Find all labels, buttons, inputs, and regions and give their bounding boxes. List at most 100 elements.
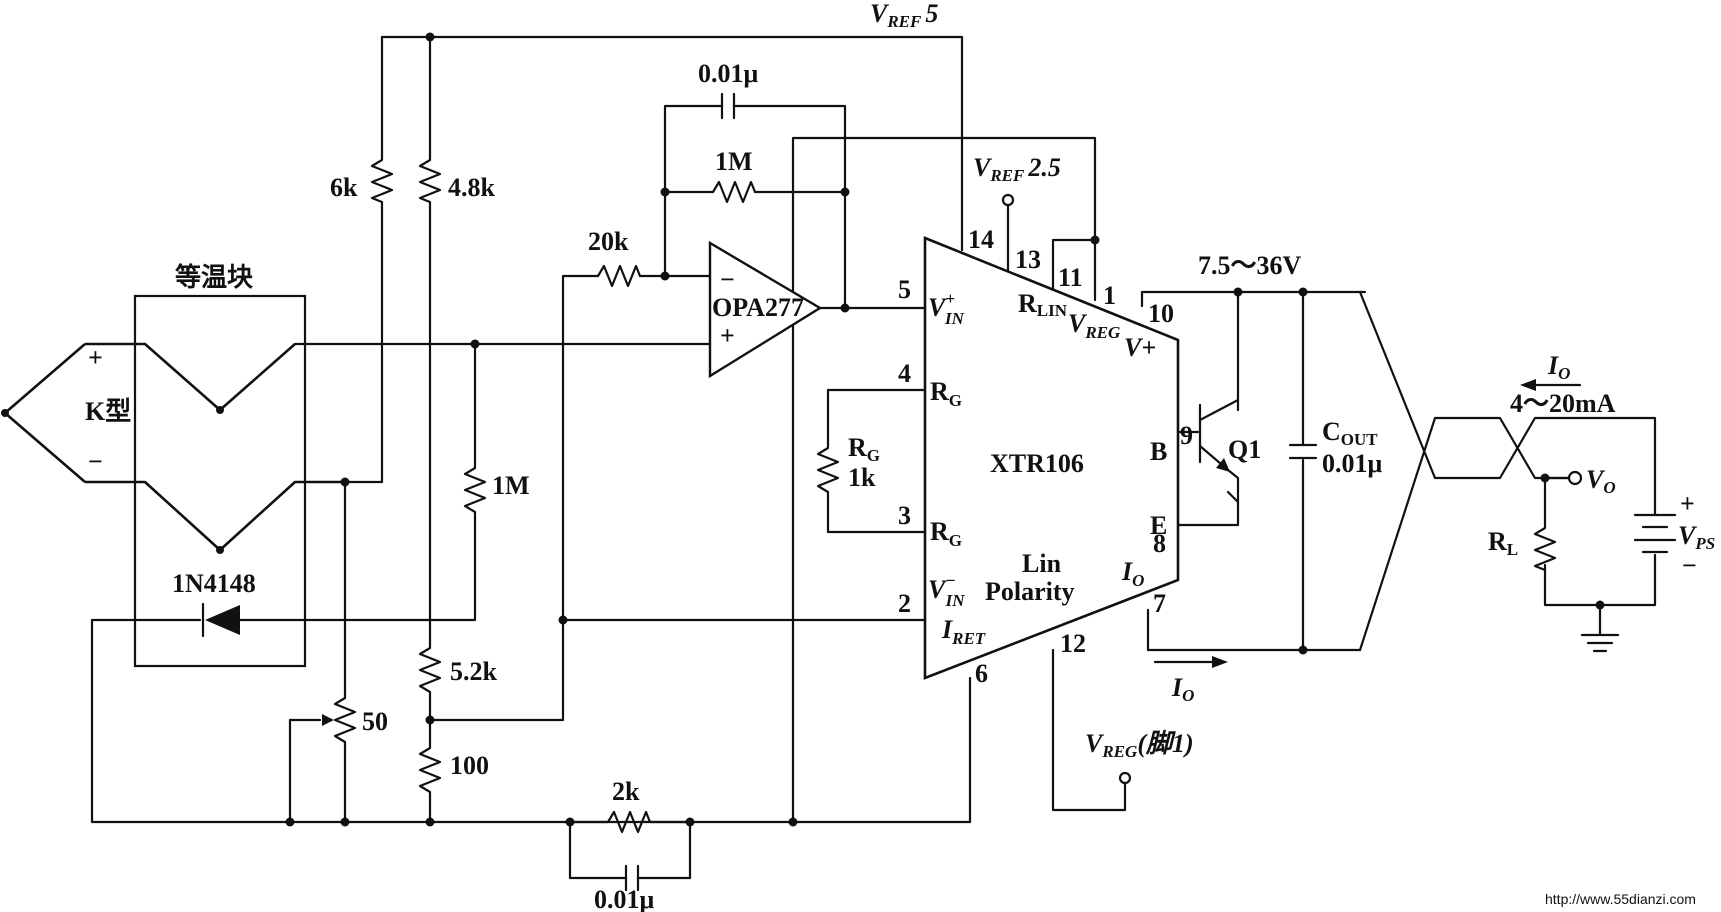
resistor-6k-label: 6k [330,173,358,202]
resistor-1m-top: 1M [703,147,757,204]
pin-3: 3 [898,501,911,530]
resistor-5-2k: 5.2k [418,638,498,702]
tc-hot-junction [1,409,9,417]
junction [558,615,568,625]
resistor-1m-mid: 1M [463,458,530,522]
resistor-1m-top-label: 1M [715,147,753,176]
io-bottom-sub: O [1182,686,1194,705]
isothermal-block-box [133,294,307,668]
pin-12: 12 [1060,629,1086,658]
wire-v-plus [1140,290,1367,308]
thermocouple: K型 + − [1,342,345,554]
resistor-rg-name: R [848,433,867,462]
wire-fb-left [663,104,717,278]
tc-junction [3,343,86,483]
rlin-sub: LIN [1037,301,1068,320]
ic-xtr106: XTR106 14 13 11 1 10 5 4 3 2 6 12 7 8 9 … [898,225,1193,688]
resistor-rg-value: 1k [848,463,876,492]
pin-14: 14 [968,225,994,254]
vreg-note: (脚1) [1137,729,1193,758]
junction [660,187,670,197]
vps-plus-label: + [1680,489,1695,518]
io-load-name: I [1547,351,1559,380]
wire-rl-bottom [1543,553,1657,607]
isothermal-block-label: 等温块 [175,262,253,292]
resistor-1m-mid-body [463,458,487,522]
pin-label-vreg: VREG [1068,309,1121,342]
wire-rg-top [826,388,927,442]
junction [340,817,350,827]
potentiometer-50-body [333,688,357,752]
resistor-rg-sub: G [867,446,880,465]
opamp-opa277: − + OPA277 [708,240,823,379]
resistor-20k-label: 20k [588,227,629,256]
vps-sub: PS [1694,534,1715,553]
pin-2: 2 [898,589,911,618]
vref5-name: V [870,0,890,28]
capacitor-cout-label: COUT [1322,417,1378,449]
vref5-sub: REF [886,12,922,31]
vps-label: VPS [1678,521,1715,553]
vref25-value: 2.5 [1027,153,1061,182]
pin-1: 1 [1103,281,1116,310]
wire-pin12 [1051,648,1127,812]
opamp-minus-label: − [720,265,735,294]
resistor-20k-body [588,264,642,288]
resistor-rl-name: R [1488,527,1507,556]
wire-1m-mid-bottom [238,518,477,622]
net-vo: VO [1586,465,1616,497]
supply-range-label: 7.5～36V [1198,251,1302,280]
opamp-label: OPA277 [712,293,804,322]
io-arrow-head [1212,656,1228,668]
resistor-rl: RL [1488,518,1557,572]
junction [425,817,435,827]
diode-label: 1N4148 [172,569,256,598]
capacitor-cout-value: 0.01μ [1322,449,1383,478]
diode-body [205,605,240,635]
tc-cold-junction-upper [216,406,224,414]
junction [1090,235,1100,245]
vin-plus-name: V [928,293,948,322]
pin-label-polarity: Polarity [985,577,1075,606]
capacitor-cout-sub: OUT [1341,430,1379,449]
io-load-arrow-head [1520,379,1536,391]
resistor-5-2k-label: 5.2k [450,657,498,686]
junction [425,32,435,42]
junction [1595,600,1605,610]
pin-label-io: IO [1121,557,1144,590]
vreg-terminal [1118,771,1132,785]
capacitor-top-label: 0.01μ [698,59,759,88]
capacitor-cout: COUT 0.01μ [1288,417,1383,478]
wire-cap-bottom-left [568,820,622,880]
iret-sub: RET [951,629,986,648]
tc-minus-label: − [88,447,103,476]
net-vreg: VREG(脚1) [1085,729,1194,761]
opamp-plus-label: + [720,321,735,350]
capacitor-cout-name: C [1322,417,1341,446]
pin-8: 8 [1153,529,1166,558]
io-pin-sub: O [1132,571,1144,590]
resistor-4-8k: 4.8k [418,148,496,212]
twisted-pair-b [1358,416,1577,652]
q1-emitter-lead [1226,468,1240,504]
resistor-1m-top-body [703,180,757,204]
resistor-rg-label: RG [848,433,880,465]
resistor-6k: 6k [330,148,394,212]
junction-dots [285,32,1605,827]
q1-label: Q1 [1228,435,1261,464]
tc-cold-junction-lower [216,546,224,554]
io-load-sub: O [1558,364,1570,383]
iret-name: I [941,615,953,644]
wire-cap-bottom-right [643,820,692,880]
pin-9: 9 [1180,421,1193,450]
junction [840,187,850,197]
rlin-name: R [1018,289,1037,318]
watermark: http://www.55dianzi.com [1545,891,1696,907]
wires [90,35,1657,880]
rg-top-name: R [930,377,949,406]
pin-4: 4 [898,359,911,388]
vin-plus-sup: + [945,289,955,308]
rg-bottom-name: R [930,517,949,546]
pin-label-rlin: RLIN [1018,289,1068,320]
